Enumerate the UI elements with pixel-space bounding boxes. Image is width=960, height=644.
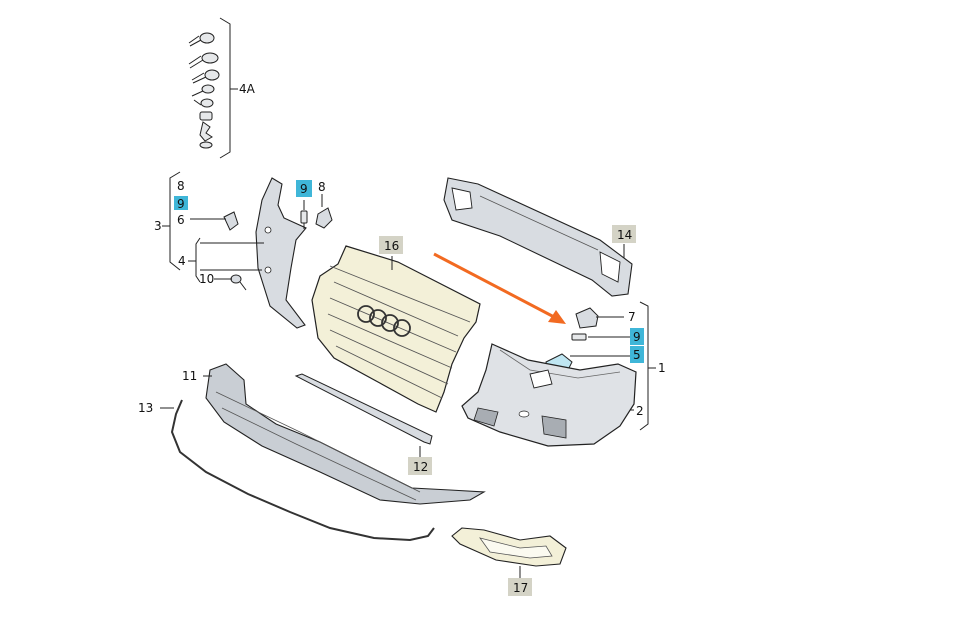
label-9a: 9 <box>177 197 185 211</box>
label-4: 4 <box>178 254 186 268</box>
label-1: 1 <box>658 361 666 375</box>
impact-absorber <box>443 177 633 297</box>
label-12: 12 <box>413 460 428 474</box>
tag-16 <box>379 236 403 254</box>
clip-8b <box>315 207 333 229</box>
leaders-left <box>162 171 323 283</box>
label-11: 11 <box>182 369 197 383</box>
label-9b: 9 <box>300 182 308 196</box>
clip-9b <box>300 210 308 229</box>
bracket-7 <box>575 307 599 329</box>
label-8a: 8 <box>177 179 185 193</box>
label-17: 17 <box>513 581 528 595</box>
label-3: 3 <box>154 219 162 233</box>
tag-14 <box>612 225 636 243</box>
label-14: 14 <box>617 228 632 242</box>
label-6: 6 <box>177 213 185 227</box>
label-2: 2 <box>636 404 644 418</box>
label-10: 10 <box>199 272 214 286</box>
label-7: 7 <box>628 310 636 324</box>
tag-12 <box>408 457 432 475</box>
air-guide <box>205 363 486 505</box>
fog-lamp-trim <box>451 527 567 567</box>
bracket-4a <box>219 17 231 159</box>
clip-6 <box>223 211 239 231</box>
four-rings-logo <box>357 305 411 337</box>
label-9c: 9 <box>633 330 641 344</box>
seal-strip <box>170 399 435 542</box>
highlight-9c <box>630 328 644 345</box>
label-5: 5 <box>633 348 641 362</box>
orange-arrow-indicator <box>433 252 566 324</box>
label-16: 16 <box>384 239 399 253</box>
plug-10 <box>230 274 247 291</box>
side-bracket-left <box>255 177 307 329</box>
fastener-set-4a <box>188 32 220 149</box>
label-13: 13 <box>138 401 153 415</box>
highlight-9b <box>296 180 312 197</box>
radiator-grille <box>311 245 481 413</box>
label-4a: 4A <box>239 82 256 96</box>
tag-17 <box>508 578 532 596</box>
bumper-cover <box>461 343 637 447</box>
trim-strip <box>294 373 433 445</box>
highlight-5 <box>630 346 644 363</box>
clip-9c <box>571 333 587 341</box>
highlight-9a <box>174 196 188 210</box>
label-8b: 8 <box>318 180 326 194</box>
